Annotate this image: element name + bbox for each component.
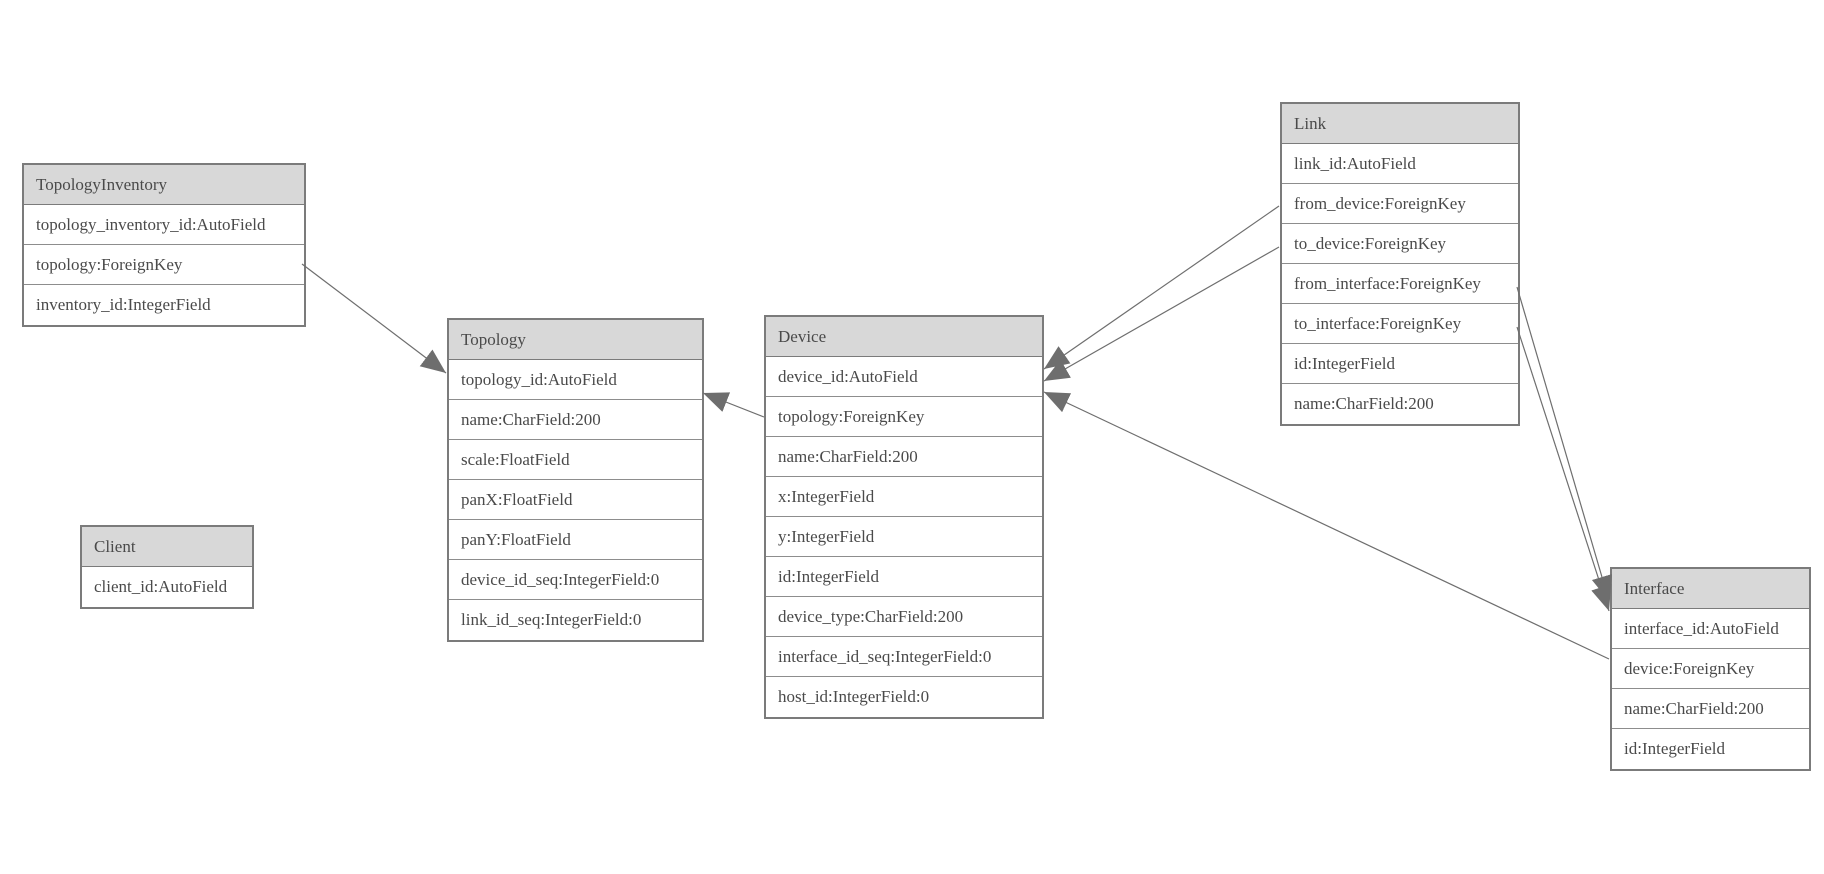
field-name: name:CharField:200	[449, 400, 702, 440]
field-interface-id-seq: interface_id_seq:IntegerField:0	[766, 637, 1042, 677]
field-pany: panY:FloatField	[449, 520, 702, 560]
entity-client-title: Client	[82, 527, 252, 567]
field-from-interface: from_interface:ForeignKey	[1282, 264, 1518, 304]
entity-device: Device device_id:AutoField topology:Fore…	[764, 315, 1044, 719]
field-name: name:CharField:200	[766, 437, 1042, 477]
relation-link-fromdevice-device	[1043, 205, 1280, 370]
field-topology-inventory-id: topology_inventory_id:AutoField	[24, 205, 304, 245]
field-scale: scale:FloatField	[449, 440, 702, 480]
entity-interface-title: Interface	[1612, 569, 1809, 609]
field-to-interface: to_interface:ForeignKey	[1282, 304, 1518, 344]
field-device-id-seq: device_id_seq:IntegerField:0	[449, 560, 702, 600]
field-topology-id: topology_id:AutoField	[449, 360, 702, 400]
field-id: id:IntegerField	[1282, 344, 1518, 384]
field-id: id:IntegerField	[766, 557, 1042, 597]
field-client-id: client_id:AutoField	[82, 567, 252, 607]
field-device-fk: device:ForeignKey	[1612, 649, 1809, 689]
field-from-device: from_device:ForeignKey	[1282, 184, 1518, 224]
entity-topology-inventory-title: TopologyInventory	[24, 165, 304, 205]
field-y: y:IntegerField	[766, 517, 1042, 557]
relation-device-topology	[702, 392, 765, 418]
field-link-id-seq: link_id_seq:IntegerField:0	[449, 600, 702, 640]
field-inventory-id: inventory_id:IntegerField	[24, 285, 304, 325]
relation-link-todevice-device	[1043, 246, 1280, 382]
entity-topology-inventory: TopologyInventory topology_inventory_id:…	[22, 163, 306, 327]
entity-topology: Topology topology_id:AutoField name:Char…	[447, 318, 704, 642]
relation-link-frominterface-interface	[1516, 286, 1613, 602]
relation-topologyinventory-topology	[301, 263, 447, 374]
field-topology-fk: topology:ForeignKey	[24, 245, 304, 285]
entity-link: Link link_id:AutoField from_device:Forei…	[1280, 102, 1520, 426]
relation-link-tointerface-interface	[1516, 326, 1612, 612]
field-device-id: device_id:AutoField	[766, 357, 1042, 397]
field-name: name:CharField:200	[1612, 689, 1809, 729]
relation-interface-device	[1043, 391, 1610, 660]
field-link-id: link_id:AutoField	[1282, 144, 1518, 184]
field-interface-id: interface_id:AutoField	[1612, 609, 1809, 649]
field-id: id:IntegerField	[1612, 729, 1809, 769]
field-to-device: to_device:ForeignKey	[1282, 224, 1518, 264]
field-device-type: device_type:CharField:200	[766, 597, 1042, 637]
field-host-id: host_id:IntegerField:0	[766, 677, 1042, 717]
entity-device-title: Device	[766, 317, 1042, 357]
entity-client: Client client_id:AutoField	[80, 525, 254, 609]
field-name: name:CharField:200	[1282, 384, 1518, 424]
entity-interface: Interface interface_id:AutoField device:…	[1610, 567, 1811, 771]
entity-topology-title: Topology	[449, 320, 702, 360]
entity-link-title: Link	[1282, 104, 1518, 144]
field-topology-fk: topology:ForeignKey	[766, 397, 1042, 437]
field-x: x:IntegerField	[766, 477, 1042, 517]
field-panx: panX:FloatField	[449, 480, 702, 520]
